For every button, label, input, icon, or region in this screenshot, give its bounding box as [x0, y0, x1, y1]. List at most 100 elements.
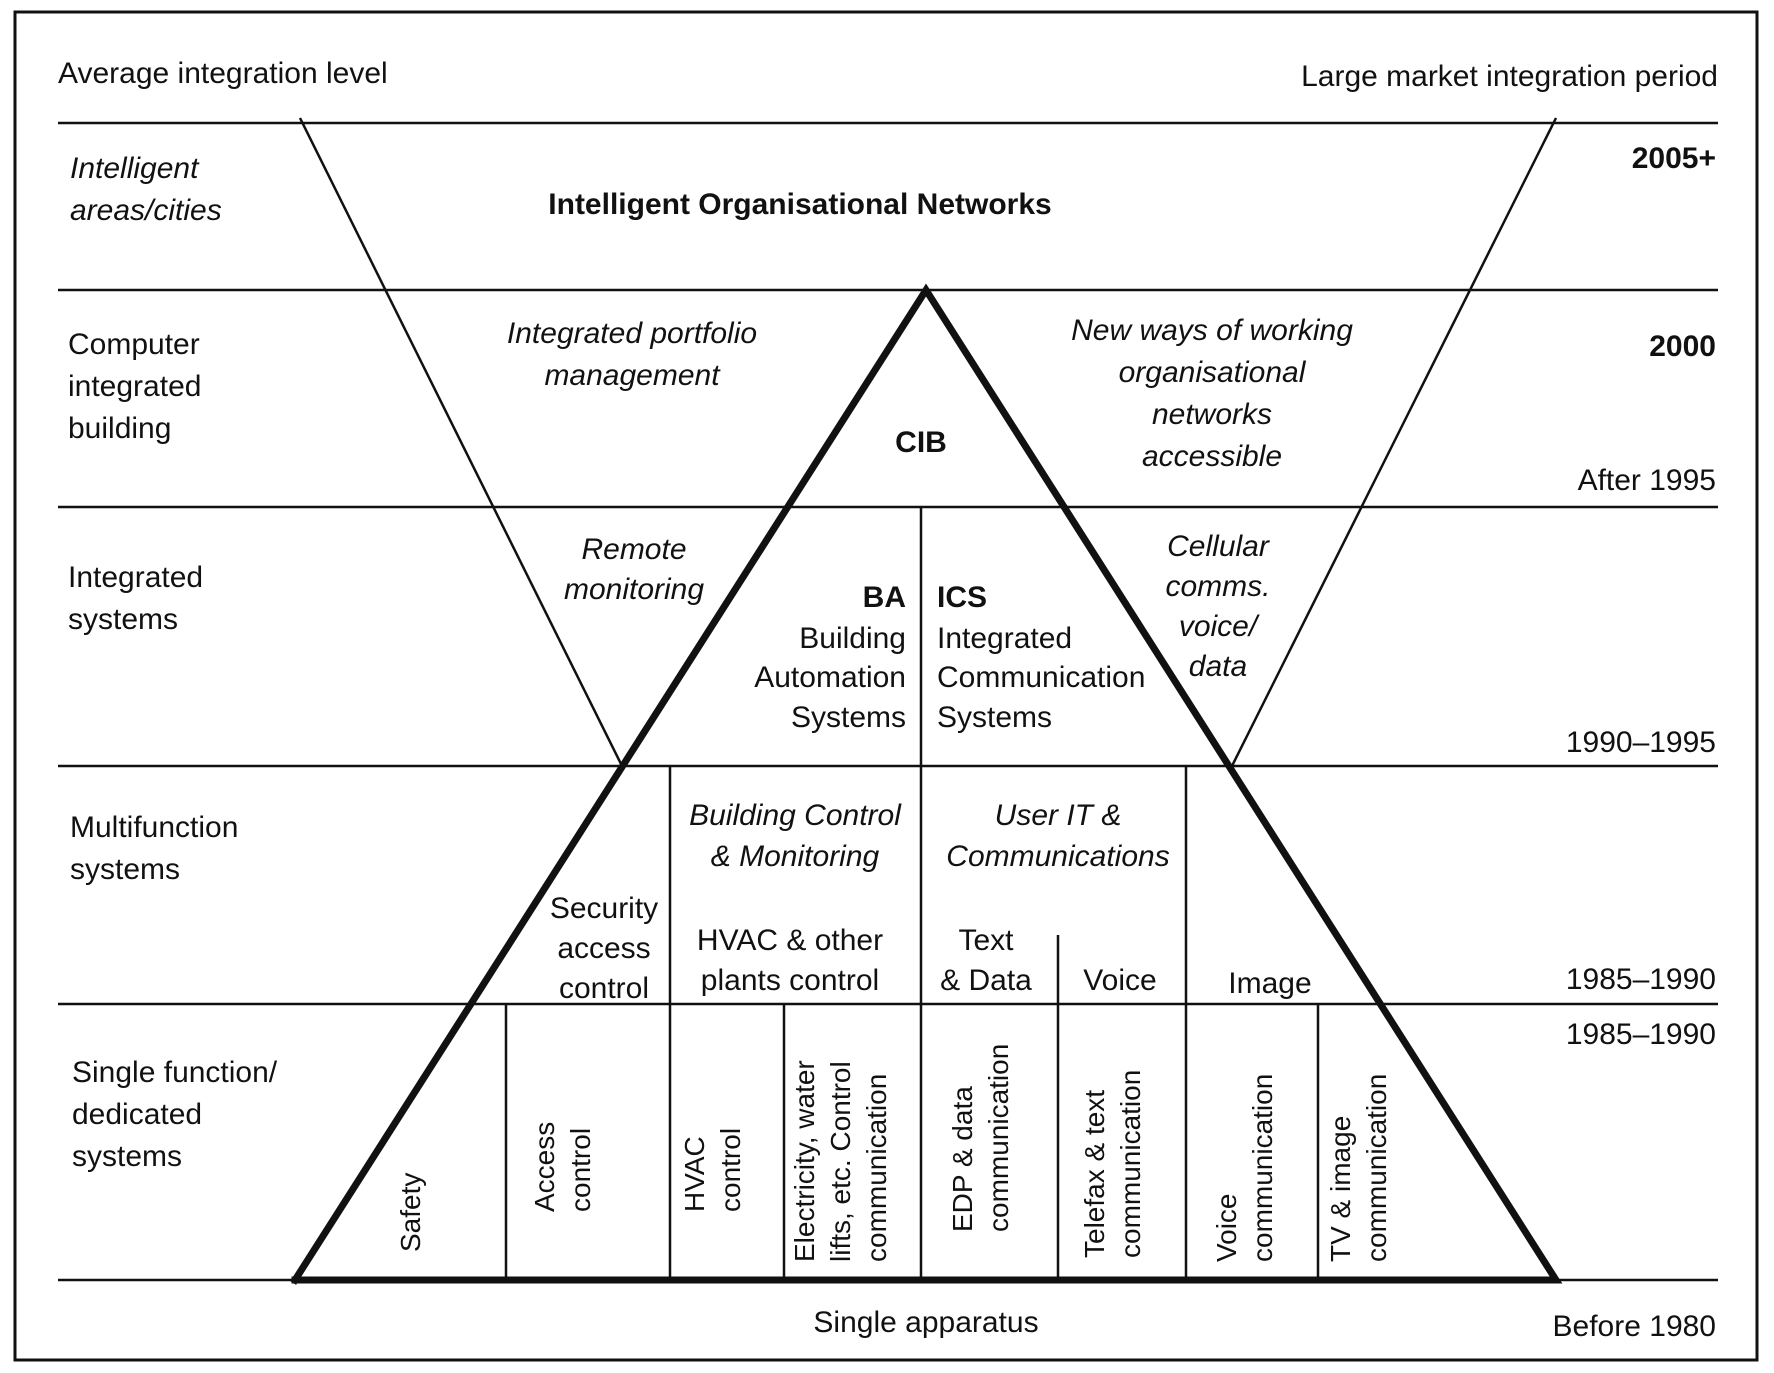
remote-monitoring-text: Remote monitoring: [564, 533, 704, 606]
svg-text:monitoring: monitoring: [564, 573, 704, 606]
cellular-comms-text: Cellular comms. voice/ data: [1166, 530, 1271, 683]
level-integrated-systems: Integrated systems: [68, 561, 203, 636]
svg-text:User IT &: User IT &: [995, 799, 1122, 832]
user-it-communications: User IT & Communications: [946, 799, 1169, 873]
svg-text:integrated: integrated: [68, 370, 201, 403]
svg-text:data: data: [1189, 650, 1247, 683]
level-multifunction-systems: Multifunction systems: [70, 811, 238, 886]
single-edp-data-communication: EDP & data communication: [947, 1044, 1014, 1232]
text-and-data: Text & Data: [940, 924, 1032, 997]
period-2000: 2000: [1649, 330, 1716, 363]
single-tv-image-communication: TV & image communication: [1325, 1074, 1392, 1262]
building-control-monitoring: Building Control & Monitoring: [689, 799, 902, 873]
svg-text:ICS: ICS: [937, 581, 987, 614]
svg-text:organisational: organisational: [1119, 356, 1307, 389]
svg-text:Electricity, water: Electricity, water: [789, 1060, 820, 1262]
svg-text:systems: systems: [68, 603, 178, 636]
period-2005: 2005+: [1632, 142, 1716, 175]
svg-text:control: control: [559, 972, 649, 1005]
voice-label: Voice: [1083, 964, 1156, 997]
svg-text:TV & image: TV & image: [1325, 1116, 1356, 1262]
svg-text:Telefax & text: Telefax & text: [1079, 1090, 1110, 1258]
svg-text:communication: communication: [1247, 1074, 1278, 1262]
svg-text:Automation: Automation: [754, 661, 906, 694]
svg-text:communication: communication: [1361, 1074, 1392, 1262]
svg-text:voice/: voice/: [1179, 610, 1260, 643]
cib-label: CIB: [895, 426, 947, 459]
svg-text:areas/cities: areas/cities: [70, 194, 222, 227]
header-right: Large market integration period: [1301, 60, 1718, 93]
svg-text:Voice: Voice: [1211, 1194, 1242, 1263]
svg-text:Single function/: Single function/: [72, 1056, 278, 1089]
inverted-triangle-right: [1230, 117, 1558, 767]
svg-text:Systems: Systems: [937, 701, 1052, 734]
svg-text:New ways of working: New ways of working: [1071, 314, 1353, 347]
svg-text:Intelligent: Intelligent: [70, 152, 200, 185]
svg-text:control: control: [715, 1128, 746, 1212]
svg-text:Multifunction: Multifunction: [70, 811, 238, 844]
hvac-plants-control: HVAC & other plants control: [697, 924, 883, 997]
svg-text:communication: communication: [983, 1044, 1014, 1232]
svg-text:networks: networks: [1152, 398, 1272, 431]
cib-left-text: Integrated portfolio management: [507, 317, 757, 392]
svg-text:Security: Security: [550, 892, 658, 925]
single-telefax-text-communication: Telefax & text communication: [1079, 1070, 1146, 1258]
image-label: Image: [1228, 967, 1311, 1000]
svg-text:BA: BA: [863, 581, 906, 614]
single-safety: Safety: [395, 1173, 426, 1252]
svg-text:HVAC: HVAC: [679, 1136, 710, 1212]
svg-text:lifts, etc. Control: lifts, etc. Control: [825, 1061, 856, 1262]
svg-text:Integrated: Integrated: [68, 561, 203, 594]
svg-text:Remote: Remote: [581, 533, 686, 566]
svg-text:communication: communication: [1115, 1070, 1146, 1258]
ba-building-automation: BA Building Automation Systems: [754, 581, 906, 734]
svg-text:HVAC & other: HVAC & other: [697, 924, 883, 957]
svg-text:dedicated: dedicated: [72, 1098, 202, 1131]
period-1990-1995: 1990–1995: [1566, 726, 1716, 759]
single-voice-communication: Voice communication: [1211, 1074, 1278, 1262]
svg-text:access: access: [557, 932, 650, 965]
svg-text:plants control: plants control: [701, 964, 879, 997]
svg-text:Building Control: Building Control: [689, 799, 902, 832]
svg-text:systems: systems: [72, 1140, 182, 1173]
period-1985-1990-a: 1985–1990: [1566, 963, 1716, 996]
svg-text:systems: systems: [70, 853, 180, 886]
svg-text:Cellular: Cellular: [1167, 530, 1270, 563]
ics-integrated-communication: ICS Integrated Communication Systems: [937, 581, 1145, 734]
svg-text:Computer: Computer: [68, 328, 200, 361]
period-before-1980: Before 1980: [1553, 1310, 1716, 1343]
main-pyramid: [290, 283, 1563, 1285]
inverted-triangle-left: [298, 117, 624, 767]
header-left: Average integration level: [58, 57, 388, 90]
period-after-1995: After 1995: [1578, 464, 1716, 497]
svg-text:Text: Text: [958, 924, 1014, 957]
svg-text:control: control: [565, 1128, 596, 1212]
security-access-control: Security access control: [550, 892, 658, 1005]
level-computer-integrated-building: Computer integrated building: [68, 328, 201, 445]
single-hvac-control: HVAC control: [679, 1128, 746, 1212]
svg-text:Communications: Communications: [946, 840, 1169, 873]
svg-text:Safety: Safety: [395, 1173, 426, 1252]
svg-text:Access: Access: [529, 1122, 560, 1212]
svg-text:building: building: [68, 412, 171, 445]
level-intelligent-areas: Intelligent areas/cities: [70, 152, 222, 227]
svg-text:communication: communication: [861, 1074, 892, 1262]
svg-text:EDP & data: EDP & data: [947, 1086, 978, 1232]
svg-text:management: management: [544, 359, 721, 392]
diagram-frame: [13, 10, 1759, 1362]
top-title: Intelligent Organisational Networks: [548, 188, 1051, 221]
single-electricity-water-lifts: Electricity, water lifts, etc. Control c…: [789, 1060, 892, 1262]
svg-text:Building: Building: [799, 622, 906, 655]
level-single-function: Single function/ dedicated systems: [72, 1056, 278, 1173]
single-access-control: Access control: [529, 1122, 596, 1212]
svg-text:accessible: accessible: [1142, 440, 1282, 473]
svg-text:Integrated portfolio: Integrated portfolio: [507, 317, 757, 350]
svg-text:& Monitoring: & Monitoring: [711, 840, 880, 873]
base-single-apparatus: Single apparatus: [813, 1306, 1038, 1339]
svg-text:& Data: & Data: [940, 964, 1032, 997]
cib-right-text: New ways of working organisational netwo…: [1071, 314, 1353, 473]
svg-text:comms.: comms.: [1166, 570, 1271, 603]
svg-text:Communication: Communication: [937, 661, 1145, 694]
period-1985-1990-b: 1985–1990: [1566, 1018, 1716, 1051]
